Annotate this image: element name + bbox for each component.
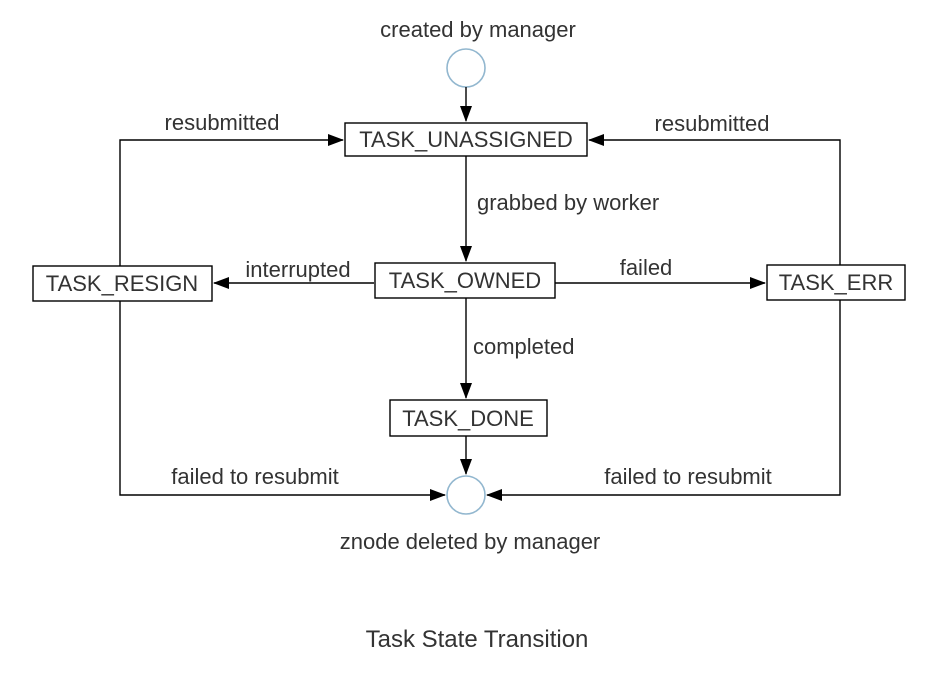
start-annotation-label: created by manager [380,17,576,42]
state-label-task-err: TASK_ERR [779,270,894,295]
state-label-task-done: TASK_DONE [402,406,534,431]
edge-label-failed: failed [620,255,673,280]
state-label-task-owned: TASK_OWNED [389,268,541,293]
diagram-title: Task State Transition [366,626,589,653]
state-label-task-unassigned: TASK_UNASSIGNED [359,127,573,152]
state-box-task-unassigned [344,122,588,157]
edge-label-interrupted: interrupted [245,257,350,282]
edge-err-to-end [486,300,841,501]
state-label-task-resign: TASK_RESIGN [46,271,198,296]
state-box-task-done [389,399,548,437]
state-box-task-resign [32,265,213,302]
edge-label-grabbed-by-worker: grabbed by worker [477,190,659,215]
edge-label-resubmitted-right: resubmitted [655,111,770,136]
edge-label-resubmitted-left: resubmitted [165,110,280,135]
edge-label-failed-to-resubmit-right: failed to resubmit [604,464,772,489]
end-annotation-label: znode deleted by manager [340,529,601,554]
edge-resign-to-end [119,301,446,501]
edge-label-failed-to-resubmit-left: failed to resubmit [171,464,339,489]
edge-err-to-unassigned [588,134,841,265]
end-circle [446,475,486,515]
state-box-task-err [766,264,906,301]
start-circle [446,48,486,88]
edge-resign-to-unassigned [119,134,344,266]
state-box-task-owned [374,262,556,299]
edge-label-completed: completed [473,334,575,359]
